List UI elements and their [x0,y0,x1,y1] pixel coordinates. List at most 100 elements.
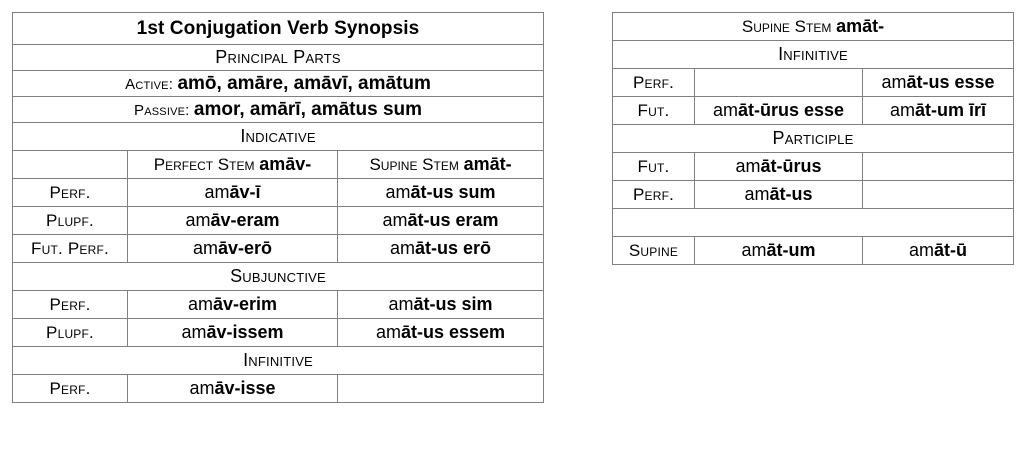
cell-subjunctive-pluperfect-passive: amāt-us essem [336,318,545,347]
section-heading-subjunctive: Subjunctive [11,262,545,291]
page-title: 1st Conjugation Verb Synopsis [11,12,545,45]
table-row: Infinitive [612,40,1014,69]
row-label-perfect-infinitive-right: Perf. [612,68,695,97]
cell-infinitive-perfect-passive [336,374,545,403]
verb-form: amāt-us eram [382,210,499,230]
table-row: Perf. amāv-isse [12,374,545,403]
table-row: Supine amāt-um amāt-ū [612,236,1014,265]
row-label-supine: Supine [612,236,695,265]
verb-form: amāv-eram [185,210,280,230]
table-row: Subjunctive [11,262,545,291]
verb-form: amāt-us erō [389,238,492,258]
cell-subjunctive-perfect-passive: amāt-us sim [336,290,545,319]
cell-supine-col1: amāt-um [694,236,863,265]
supine-stem-label: Supine Stem [741,17,832,36]
perfect-stem-label: Perfect Stem [153,155,255,174]
table-row: Passive: amor, amārī, amātus sum [11,96,545,123]
table-row: Perfect Stem amāv- Supine Stem amāt- [12,150,545,179]
stem-header-blank [12,150,128,179]
stem-header-perfect: Perfect Stem amāv- [127,150,338,179]
table-row: Perf. amāt-us esse [612,68,1014,97]
verb-form: amāt-um īrī [889,100,987,120]
cell-indicative-perfect-passive: amāt-us sum [336,178,545,207]
supine-stem-label: Supine Stem [369,155,459,174]
verb-form: amāt-ū [908,240,967,260]
cell-subjunctive-perfect-active: amāv-erim [127,290,338,319]
row-label-perfect-subjunctive: Perf. [12,290,128,319]
principal-parts-passive: Passive: amor, amārī, amātus sum [11,96,545,123]
row-label-future-perfect-indicative: Fut. Perf. [12,234,128,263]
table-row: 1st Conjugation Verb Synopsis [11,12,545,45]
section-heading-infinitive-left: Infinitive [11,346,545,375]
verb-form: amāt-us sum [385,182,496,202]
row-label-pluperfect-indicative: Plupf. [12,206,128,235]
section-heading-infinitive-right: Infinitive [612,40,1014,69]
row-label-future-infinitive-right: Fut. [612,96,695,125]
active-label: Active: [125,75,174,93]
table-row: Fut. amāt-ūrus esse amāt-um īrī [612,96,1014,125]
cell-participle-future-col2 [862,152,1014,181]
verb-form: amāv-issem [181,322,284,342]
table-row: Indicative [11,122,545,151]
section-heading-indicative: Indicative [11,122,545,151]
supine-stem-header: Supine Stem amāt- [612,12,1014,41]
verb-form: amāt-um [741,240,816,260]
cell-participle-future-col1: amāt-ūrus [694,152,863,181]
passive-label: Passive: [134,101,190,119]
table-row: Plupf. amāv-eram amāt-us eram [12,206,545,235]
verb-form: amāt-us [744,184,813,204]
table-row: Infinitive [11,346,545,375]
cell-infinitive-future-col2: amāt-um īrī [862,96,1014,125]
cell-infinitive-perfect-active: amāv-isse [127,374,338,403]
cell-participle-perfect-col2 [862,180,1014,209]
cell-infinitive-perfect-col1 [694,68,863,97]
verb-form: amāt-us esse [881,72,995,92]
supine-stem-value: amāt- [836,16,885,36]
cell-infinitive-perfect-col2: amāt-us esse [862,68,1014,97]
verb-form: amāv-erim [187,294,278,314]
row-label-perfect-participle: Perf. [612,180,695,209]
table-row: Active: amō, amāre, amāvī, amātum [11,70,545,97]
cell-supine-col2: amāt-ū [862,236,1014,265]
supine-stem-forms-table: Supine Stem amāt- Infinitive Perf. amāt-… [612,12,1014,265]
table-row: Fut. Perf. amāv-erō amāt-us erō [12,234,545,263]
row-label-pluperfect-subjunctive: Plupf. [12,318,128,347]
table-row: Fut. amāt-ūrus [612,152,1014,181]
verb-form: amāt-ūrus [735,156,822,176]
cell-participle-perfect-col1: amāt-us [694,180,863,209]
principal-parts-active: Active: amō, amāre, amāvī, amātum [11,70,545,97]
principal-parts-heading: Principal Parts [11,44,545,71]
table-row: Perf. amāt-us [612,180,1014,209]
section-heading-participle: Participle [612,124,1014,153]
row-label-future-participle: Fut. [612,152,695,181]
table-row: Perf. amāv-ī amāt-us sum [12,178,545,207]
verb-form: amāt-us sim [388,294,493,314]
cell-indicative-perfect-active: amāv-ī [127,178,338,207]
cell-indicative-future-perfect-passive: amāt-us erō [336,234,545,263]
table-row: Principal Parts [11,44,545,71]
conjugation-synopsis-table: 1st Conjugation Verb Synopsis Principal … [11,12,545,403]
table-row [612,208,1014,237]
cell-infinitive-future-col1: amāt-ūrus esse [694,96,863,125]
table-row: Plupf. amāv-issem amāt-us essem [12,318,545,347]
verb-form: amāv-ī [204,182,261,202]
verb-form: amāv-erō [192,238,273,258]
cell-subjunctive-pluperfect-active: amāv-issem [127,318,338,347]
verb-form: amāt-us essem [375,322,506,342]
cell-indicative-future-perfect-active: amāv-erō [127,234,338,263]
table-row: Perf. amāv-erim amāt-us sim [12,290,545,319]
table-row: Supine Stem amāt- [612,12,1014,41]
passive-forms: amor, amārī, amātus sum [193,98,423,120]
perfect-stem-value: amāv- [259,154,312,174]
spacer-row [612,208,1014,237]
cell-indicative-pluperfect-active: amāv-eram [127,206,338,235]
row-label-perfect-indicative: Perf. [12,178,128,207]
active-forms: amō, amāre, amāvī, amātum [177,72,431,94]
cell-indicative-pluperfect-passive: amāt-us eram [336,206,545,235]
stem-header-supine: Supine Stem amāt- [336,150,545,179]
verb-form: amāv-isse [189,378,276,398]
row-label-perfect-infinitive: Perf. [12,374,128,403]
table-row: Participle [612,124,1014,153]
supine-stem-value: amāt- [463,154,512,174]
verb-form: amāt-ūrus esse [712,100,845,120]
